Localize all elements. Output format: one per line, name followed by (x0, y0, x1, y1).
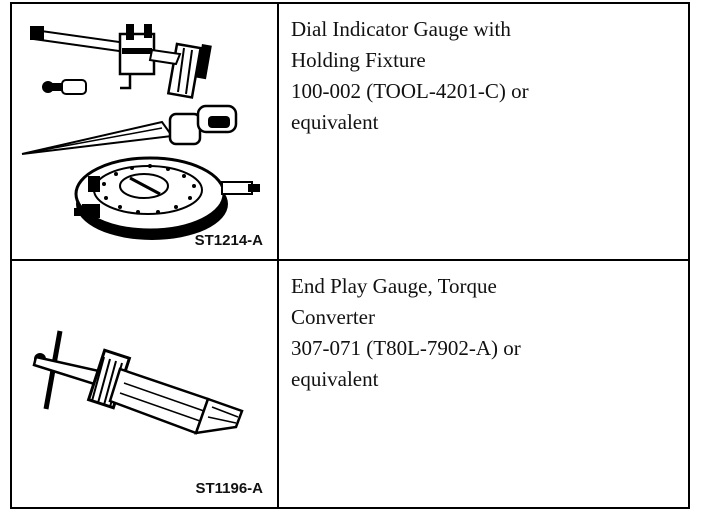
illustration-code: ST1214-A (194, 232, 263, 249)
tool-description: Dial Indicator Gauge with Holding Fixtur… (279, 4, 688, 259)
tool-illustration-cell: ST1196-A (12, 261, 277, 507)
end-play-gauge-illustration (32, 330, 244, 435)
row-divider (12, 259, 688, 261)
column-divider (277, 4, 279, 507)
dial-indicator-illustration (21, 24, 260, 240)
illustration-code: ST1196-A (195, 480, 263, 497)
tool-description-line: Holding Fixture (291, 48, 426, 72)
tool-table: ST1214-A Dial Indicator Gauge with Holdi… (10, 2, 690, 509)
tool-description-line: 307-071 (T80L-7902-A) or (291, 336, 521, 360)
tool-illustration-cell: ST1214-A (12, 4, 277, 259)
tool-description-line: equivalent (291, 367, 379, 391)
tool-description-line: Dial Indicator Gauge with (291, 17, 511, 41)
tool-description: End Play Gauge, Torque Converter 307-071… (279, 261, 688, 507)
tool-description-line: End Play Gauge, Torque (291, 274, 497, 298)
tool-description-line: equivalent (291, 110, 379, 134)
tool-description-line: Converter (291, 305, 375, 329)
tool-description-line: 100-002 (TOOL-4201-C) or (291, 79, 529, 103)
